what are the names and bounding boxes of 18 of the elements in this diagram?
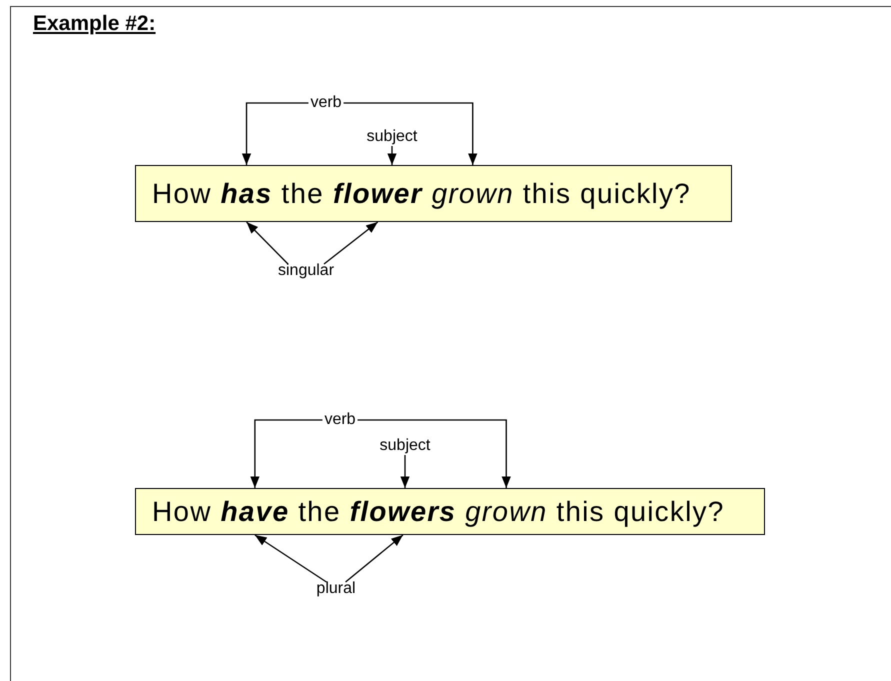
leader-line [254,534,327,583]
sentence-box [135,165,732,222]
number-label: singular [276,262,336,280]
leader-line [250,419,322,488]
leader-line [358,419,511,488]
leader-line [345,534,404,582]
leader-line [400,455,410,488]
leader-line [387,146,397,165]
leader-line [344,102,478,165]
title: Example #2: [33,12,156,36]
sentence: How have the flowers grown this quickly? [152,496,724,528]
subject-label: subject [378,437,432,455]
leader-line [324,221,378,265]
leader-line [246,222,288,264]
sentence: How has the flower grown this quickly? [152,178,691,210]
sentence-box [135,488,765,535]
leader-line [242,102,308,165]
subject-label: subject [364,128,420,146]
